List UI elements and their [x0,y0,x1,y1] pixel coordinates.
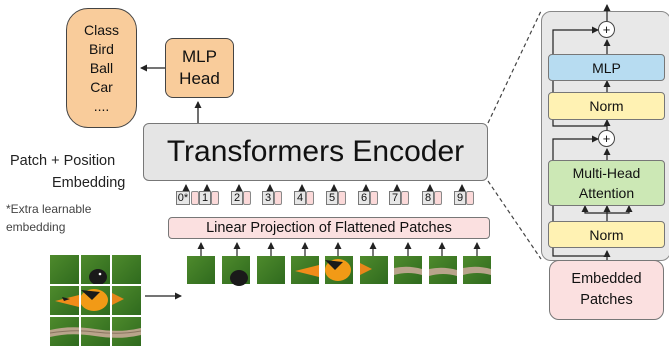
token-4: 4 [294,191,306,205]
extra-embedding-note-1: *Extra learnable [6,202,92,216]
encoder-title: Transformers Encoder [166,135,465,168]
block-mlp: MLP [548,54,665,81]
token-arrows [182,184,466,191]
residual-add-top-icon: + [598,21,615,38]
mlp-head-line2: Head [179,69,220,88]
block-mlp-label: MLP [592,59,621,76]
token-embedding-3 [274,191,282,205]
residual-add-mid-icon: + [598,130,615,147]
token-8: 8 [422,191,434,205]
token-3: 3 [262,191,274,205]
linear-projection-label: Linear Projection of Flattened Patches [206,220,452,236]
token-embedding-8 [434,191,442,205]
patch-1 [187,256,215,284]
token-embedding-0 [191,191,199,205]
zoom-line-bottom [487,180,542,260]
patch-4 [291,256,319,284]
token-embedding-7 [401,191,409,205]
patch-arrows [197,242,481,256]
embedded-patches-line2: Patches [580,292,633,308]
token-5: 5 [326,191,338,205]
mlp-head-box: MLP Head [165,38,234,98]
zoom-line-top [487,10,542,124]
token-embedding-5 [338,191,346,205]
mlp-head-line1: MLP [182,47,217,66]
block-norm-top-label: Norm [589,98,624,114]
token-1: 1 [199,191,211,205]
block-attention-line2: Attention [578,185,635,201]
block-attention: Multi-Head Attention [548,160,665,206]
class-car: Car [90,78,113,95]
token-7: 7 [389,191,401,205]
embedded-patches-box: Embedded Patches [549,260,664,320]
token-9: 9 [454,191,466,205]
patch-6 [360,256,388,284]
extra-embedding-note-2: embedding [6,220,66,234]
class-ball: Ball [89,59,114,76]
block-attention-line1: Multi-Head [572,165,641,181]
block-norm-top: Norm [548,92,665,120]
patch-sequence [187,256,491,286]
token-2: 2 [231,191,243,205]
class-bird: Bird [89,40,114,57]
transformer-encoder-box: Transformers Encoder [143,123,488,181]
class-output-box: Class Bird Ball Car .... [66,8,137,128]
block-norm-bottom: Norm [548,221,665,248]
bird-image-grid [50,255,141,346]
patch-7 [394,256,422,284]
patch-3 [257,256,285,284]
token-0: 0* [176,191,190,205]
linear-projection-box: Linear Projection of Flattened Patches [168,217,490,239]
token-embedding-4 [306,191,314,205]
token-embedding-9 [466,191,474,205]
token-embedding-2 [243,191,251,205]
block-norm-bottom-label: Norm [589,226,624,243]
patch-8 [429,256,457,284]
class-label: Class [83,21,119,38]
class-ellipsis: .... [93,97,110,114]
patch-position-label-1: Patch + Position [10,153,116,169]
token-embedding-1 [211,191,219,205]
embedded-patches-line1: Embedded [571,271,642,287]
token-embedding-6 [370,191,378,205]
patch-2 [222,256,250,286]
patch-9 [463,256,491,284]
token-6: 6 [358,191,370,205]
patch-position-label-2: Embedding [52,175,126,191]
patch-5 [325,256,353,284]
